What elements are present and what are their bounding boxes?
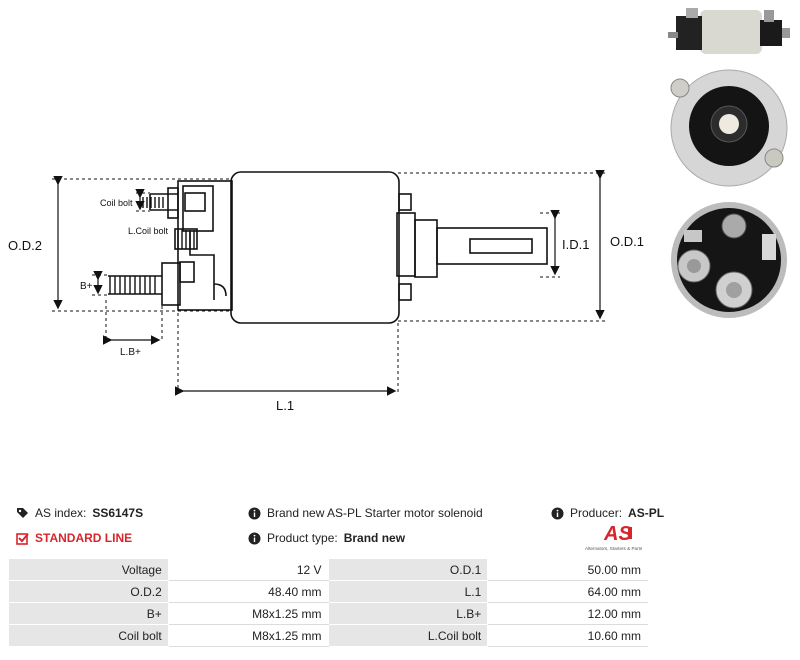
description-text: Brand new AS-PL Starter motor solenoid (267, 506, 483, 520)
od2-label: O.D.2 (8, 238, 42, 253)
solenoid-body (230, 171, 400, 324)
specs-table: Voltage 12 V O.D.1 50.00 mm O.D.2 48.40 … (8, 558, 648, 647)
product-type-label: Product type: (267, 531, 338, 545)
product-photo-rear (670, 69, 788, 187)
l-coil-bolt-label: L.Coil bolt (128, 226, 169, 236)
b-plus-nut (161, 262, 181, 306)
standard-line-row: STANDARD LINE (16, 531, 132, 545)
spec-label: L.1 (327, 580, 489, 603)
producer-label: Producer: (570, 506, 623, 520)
spec-label: L.Coil bolt (327, 624, 489, 647)
spec-value: M8x1.25 mm (167, 602, 329, 625)
as-pl-logo-mark: AS Alternators, Starters & Parts (585, 523, 643, 551)
spec-label: L.B+ (327, 602, 489, 625)
table-row: O.D.2 48.40 mm L.1 64.00 mm (8, 580, 648, 603)
spec-label: O.D.2 (8, 580, 169, 603)
spec-label: Voltage (8, 558, 169, 581)
logo-mark-text: AS (603, 523, 632, 545)
spec-value: 64.00 mm (487, 580, 648, 603)
info-icon (248, 507, 261, 520)
product-photo-front (671, 202, 787, 318)
info-icon (248, 532, 261, 545)
specs-table-body: Voltage 12 V O.D.1 50.00 mm O.D.2 48.40 … (8, 558, 648, 647)
bplus-label: B+ (80, 281, 93, 292)
as-index-label: AS index: (35, 506, 87, 520)
plunger (436, 227, 548, 265)
as-index-value: SS6147S (92, 506, 144, 520)
lb-label: L.B+ (120, 347, 141, 358)
tag-icon (16, 507, 29, 520)
spec-label: B+ (8, 602, 169, 625)
spec-value: 12.00 mm (487, 602, 648, 625)
table-row: Coil bolt M8x1.25 mm L.Coil bolt 10.60 m… (8, 624, 648, 647)
producer-row: Producer: AS-PL (551, 506, 664, 520)
standard-line-label: STANDARD LINE (35, 531, 133, 545)
table-row: Voltage 12 V O.D.1 50.00 mm (8, 558, 648, 581)
as-pl-logo: AS Alternators, Starters & Parts (584, 521, 650, 553)
check-square-icon (16, 532, 29, 545)
spec-value: 48.40 mm (167, 580, 329, 603)
technical-drawing: O.D.2 O.D.1 I.D.1 L.1 L.B+ B+ Coil bolt … (8, 169, 644, 413)
info-icon (551, 507, 564, 520)
table-row: B+ M8x1.25 mm L.B+ 12.00 mm (8, 602, 648, 625)
spec-label: O.D.1 (327, 558, 489, 581)
spec-label: Coil bolt (8, 624, 169, 647)
coil-bolt-nut (167, 187, 179, 219)
spec-value: 12 V (167, 558, 329, 581)
product-photo-side (668, 8, 790, 54)
coil-bolt-label: Coil bolt (100, 198, 133, 208)
producer-value: AS-PL (628, 506, 665, 520)
l1-label: L.1 (276, 398, 294, 413)
spec-value: 50.00 mm (487, 558, 648, 581)
description-row: Brand new AS-PL Starter motor solenoid (248, 506, 483, 520)
product-type-row: Product type: Brand new (248, 531, 405, 545)
id1-label: I.D.1 (562, 237, 589, 252)
logo-tagline: Alternators, Starters & Parts (585, 546, 643, 551)
product-type-value: Brand new (343, 531, 406, 545)
spec-value: M8x1.25 mm (167, 624, 329, 647)
as-index-row: AS index: SS6147S (16, 506, 143, 520)
od1-label: O.D.1 (610, 234, 644, 249)
spec-value: 10.60 mm (487, 624, 648, 647)
